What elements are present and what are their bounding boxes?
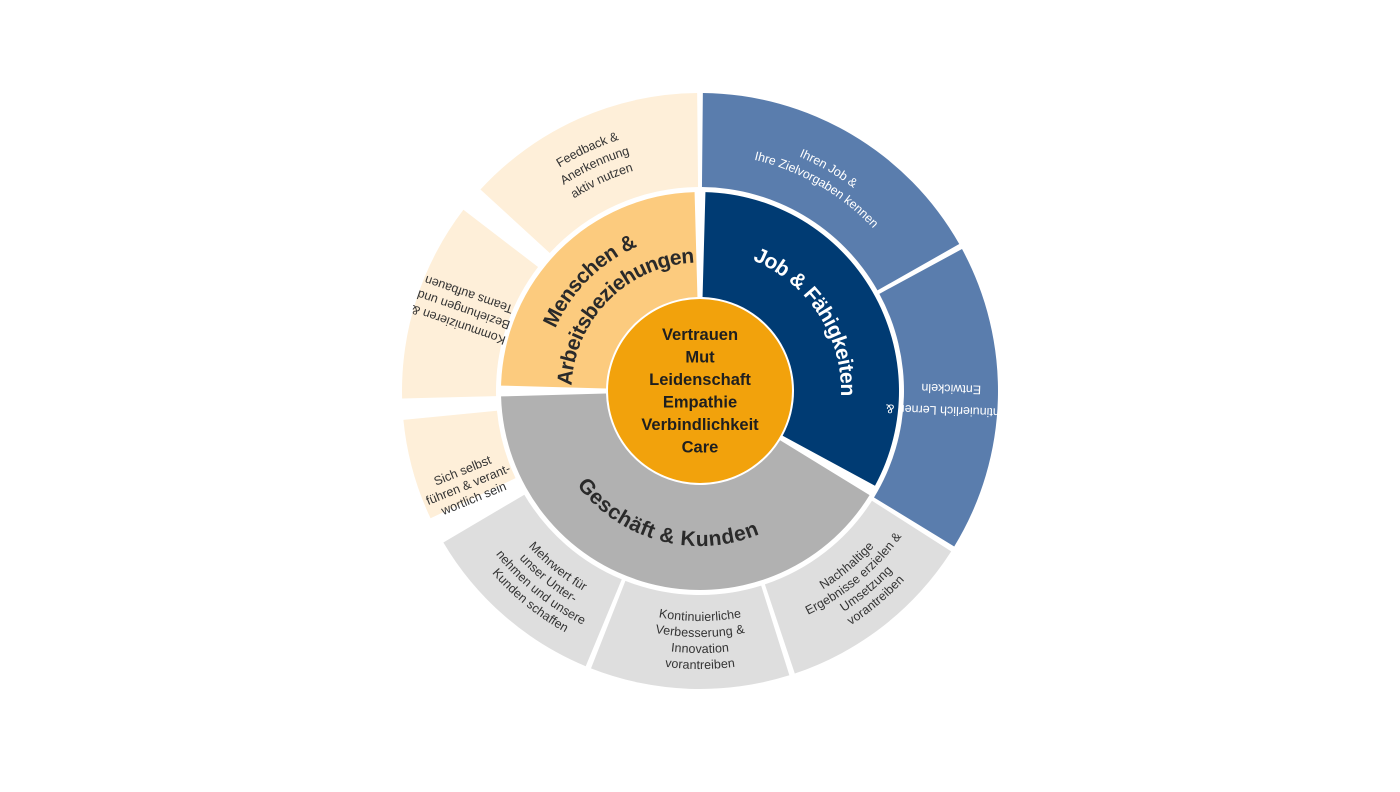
core-value: Empathie xyxy=(663,393,737,411)
core-value: Care xyxy=(682,438,719,456)
outer-geschaeft-1 xyxy=(764,500,952,674)
outer-menschen-2 xyxy=(402,209,539,399)
segment-geschaeft xyxy=(501,393,870,591)
outer-menschen-1 xyxy=(403,410,516,519)
outer-geschaeft-3 xyxy=(443,494,622,667)
core-value: Leidenschaft xyxy=(649,371,751,389)
outer-geschaeft-2 xyxy=(591,580,790,690)
outer-label-job-2: Kontinuierlich Lernen & Entwickeln xyxy=(885,381,1015,420)
outer-job-1 xyxy=(701,93,960,291)
segment-menschen xyxy=(501,192,698,389)
outer-label-geschaeft-2-text-line: Innovation xyxy=(670,640,729,656)
core-value: Mut xyxy=(685,348,715,366)
outer-label-geschaeft-2-text-line: Kontinuierliche xyxy=(658,606,742,624)
outer-label-geschaeft-2-text-line: Verbesserung & xyxy=(655,622,747,640)
outer-label-geschaeft-2-text-line: vorantreiben xyxy=(664,656,735,672)
outer-menschen-3 xyxy=(480,93,699,254)
core-value: Vertrauen xyxy=(662,326,738,344)
core-value: Verbindlichkeit xyxy=(641,416,759,434)
outer-job-2 xyxy=(874,249,998,547)
core-values-circle xyxy=(608,299,792,483)
outer-label-job-2-line: Kontinuierlich Lernen & xyxy=(885,401,1015,420)
segment-job xyxy=(702,192,900,486)
outer-label-job-2-line: Entwickeln xyxy=(921,381,981,397)
